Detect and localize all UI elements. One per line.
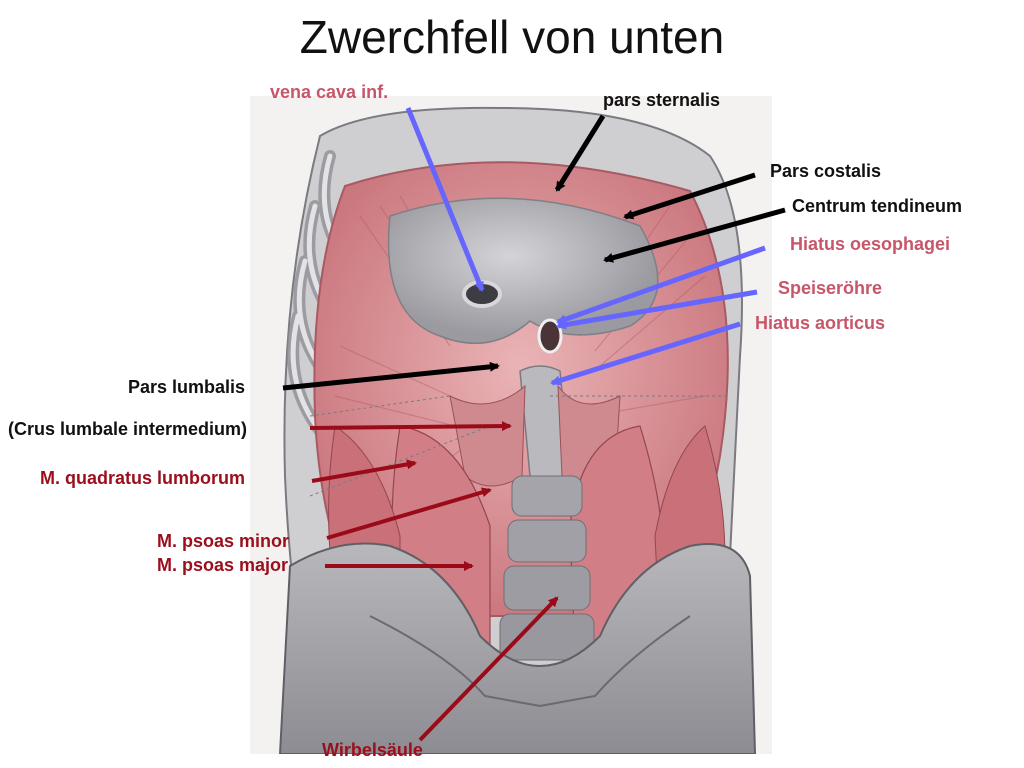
diaphragm-illustration bbox=[250, 96, 772, 754]
label-pars-sternalis: pars sternalis bbox=[603, 90, 721, 110]
label-centrum-tendineum: Centrum tendineum bbox=[792, 196, 963, 216]
centrum-tendineum bbox=[387, 197, 659, 345]
oesophageal-hiatus bbox=[537, 318, 563, 354]
label-wirbelsaeule: Wirbelsäule bbox=[322, 740, 423, 760]
page-title: Zwerchfell von unten bbox=[299, 11, 725, 63]
label-speiseroehre: Speiseröhre bbox=[778, 278, 883, 298]
vertebral-column bbox=[499, 475, 595, 661]
label-hiatus-oesophagei: Hiatus oesophagei bbox=[790, 234, 951, 254]
label-pars-lumbalis: Pars lumbalis bbox=[128, 377, 246, 397]
label-vena-cava: vena cava inf. bbox=[270, 82, 389, 102]
label-hiatus-aorticus: Hiatus aorticus bbox=[755, 313, 886, 333]
label-psoas-major: M. psoas major bbox=[157, 555, 289, 575]
label-quadratus: M. quadratus lumborum bbox=[40, 468, 246, 488]
vena-cava-opening bbox=[462, 280, 502, 308]
label-crus-lumbale: (Crus lumbale intermedium) bbox=[8, 419, 248, 439]
label-pars-costalis: Pars costalis bbox=[770, 161, 882, 181]
label-psoas-minor: M. psoas minor bbox=[157, 531, 290, 551]
